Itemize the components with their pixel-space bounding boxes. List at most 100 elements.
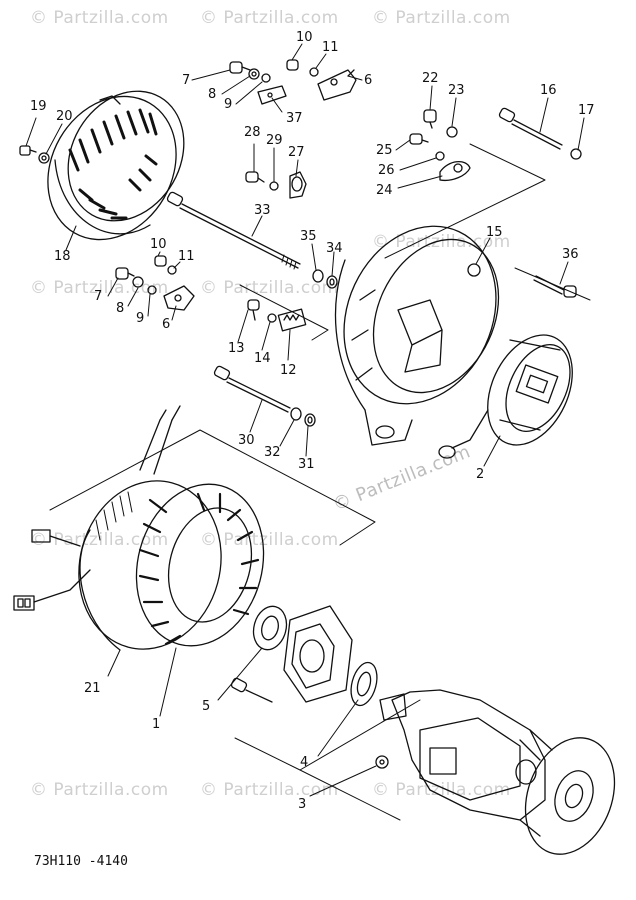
part-13-screw (248, 300, 259, 320)
part-8-washer-mid (133, 277, 143, 287)
watermark: © Partzilla.com (372, 8, 511, 28)
part-7-screw-mid (116, 268, 134, 279)
watermark: © Partzilla.com (200, 530, 339, 550)
part-5-bearing (230, 603, 291, 702)
callout-10: 10 (296, 30, 313, 45)
part-24-clamp (440, 162, 470, 181)
part-14-washer (268, 314, 276, 322)
part-37-plate (258, 86, 286, 104)
part-9-nut-mid (148, 286, 156, 294)
watermark: © Partzilla.com (200, 278, 339, 298)
callout-35: 35 (300, 229, 317, 244)
callout-labels: 10 11 7 8 9 6 37 19 20 18 28 29 27 33 35… (30, 30, 595, 812)
part-1-stator-core (119, 470, 281, 661)
callout-25: 25 (376, 143, 393, 158)
leader-lines (26, 44, 584, 796)
part-rotor-engine (380, 690, 630, 867)
part-31-nut (305, 414, 315, 426)
watermark: © Partzilla.com (30, 780, 169, 800)
part-29-washer (270, 182, 278, 190)
callout-6: 6 (162, 317, 170, 332)
part-18-rear-cover (23, 70, 207, 263)
part-22-screw (424, 110, 436, 128)
part-4-slip-ring (347, 660, 382, 709)
part-6-terminal-top (318, 70, 356, 100)
callout-6: 6 (364, 73, 372, 88)
callout-7: 7 (94, 289, 102, 304)
part-11-nut-mid (168, 266, 176, 274)
part-7-screw-top (230, 62, 250, 73)
callout-37: 37 (286, 111, 303, 126)
watermark: © Partzilla.com (372, 780, 511, 800)
callout-8: 8 (116, 301, 124, 316)
part-16-bolt (498, 107, 562, 149)
callout-22: 22 (422, 71, 439, 86)
part-2-brush-assembly (439, 321, 589, 458)
callout-2: 2 (476, 467, 484, 482)
callout-12: 12 (280, 363, 297, 378)
part-8-washer-top (249, 69, 259, 79)
part-28-screw (246, 172, 264, 182)
part-32-washer (291, 408, 301, 420)
callout-5: 5 (202, 699, 210, 714)
callout-8: 8 (208, 87, 216, 102)
callout-21: 21 (84, 681, 101, 696)
part-17-nut (571, 149, 581, 159)
watermark: © Partzilla.com (200, 780, 339, 800)
part-36-bolt (534, 276, 576, 297)
callout-27: 27 (288, 145, 305, 160)
callout-31: 31 (298, 457, 315, 472)
diagram-code: 73H110 -4140 (34, 854, 128, 869)
callout-24: 24 (376, 183, 393, 198)
part-27-clamp (290, 172, 306, 198)
callout-29: 29 (266, 133, 283, 148)
part-30-bolt (213, 365, 290, 412)
part-20-washer (39, 153, 49, 163)
callout-7: 7 (182, 73, 190, 88)
callout-32: 32 (264, 445, 281, 460)
callout-11: 11 (178, 249, 195, 264)
callout-10: 10 (150, 237, 167, 252)
callout-15: 15 (486, 225, 503, 240)
part-21-stator-frame (14, 406, 240, 665)
callout-13: 13 (228, 341, 245, 356)
callout-19: 19 (30, 99, 47, 114)
part-rotor-pole (284, 606, 352, 702)
callout-23: 23 (448, 83, 465, 98)
part-25-screw (410, 134, 428, 144)
callout-16: 16 (540, 83, 557, 98)
part-15-bracket-housing (316, 201, 524, 445)
callout-1: 1 (152, 717, 160, 732)
callout-9: 9 (136, 311, 144, 326)
watermark: © Partzilla.com (200, 8, 339, 28)
callout-28: 28 (244, 125, 261, 140)
part-9-nut-top (262, 74, 270, 82)
callout-26: 26 (378, 163, 395, 178)
callout-11: 11 (322, 40, 339, 55)
callout-20: 20 (56, 109, 73, 124)
callout-18: 18 (54, 249, 71, 264)
part-19-bolt (20, 146, 36, 155)
part-12-diode (278, 309, 305, 331)
watermark: © Partzilla.com (30, 530, 169, 550)
callout-17: 17 (578, 103, 595, 118)
callout-34: 34 (326, 241, 343, 256)
callout-14: 14 (254, 351, 271, 366)
callout-36: 36 (562, 247, 579, 262)
callout-33: 33 (254, 203, 271, 218)
watermark: © Partzilla.com (30, 8, 169, 28)
part-33-through-bolt (166, 191, 300, 269)
callout-30: 30 (238, 433, 255, 448)
part-10-cap-top (287, 60, 298, 70)
group-bracket-lines (50, 144, 590, 820)
part-6-terminal-mid (164, 286, 194, 310)
part-26-washer (436, 152, 444, 160)
callout-4: 4 (300, 755, 308, 770)
part-3-nut (376, 756, 388, 768)
part-10-cap-mid (155, 256, 166, 266)
part-11-nut-top (310, 68, 318, 76)
part-23-washer (447, 127, 457, 137)
part-35-washer (313, 270, 323, 282)
